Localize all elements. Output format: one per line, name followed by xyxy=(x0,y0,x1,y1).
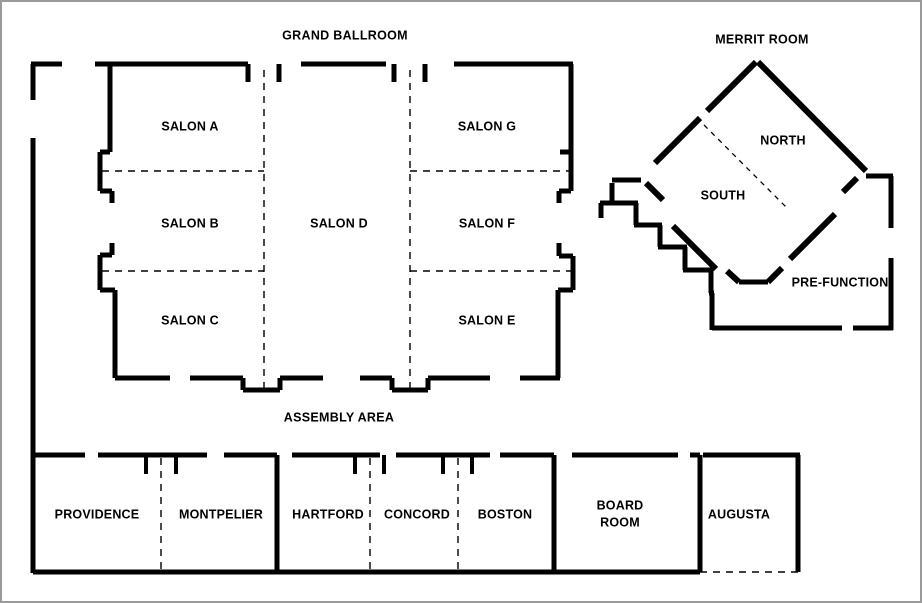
assembly-area-title: ASSEMBLY AREA xyxy=(284,410,394,424)
label-pre-function: PRE-FUNCTION xyxy=(792,275,889,289)
wall-merrit-s-left xyxy=(724,268,742,285)
label-merrit-south: SOUTH xyxy=(701,188,746,202)
wall-merrit-ne xyxy=(755,59,869,174)
label-room-montpelier: MONTPELIER xyxy=(179,507,263,521)
merrit-room-title: MERRIT ROOM xyxy=(715,32,809,46)
label-salon-c: SALON C xyxy=(161,313,219,327)
wall-merrit-s-right xyxy=(765,265,785,285)
label-salon-b: SALON B xyxy=(161,216,219,230)
label-room-board: BOARD xyxy=(597,498,644,512)
meeting-rooms-group: PROVIDENCE MONTPELIER HARTFORD CONCORD B… xyxy=(30,452,801,575)
label-room-hartford: HARTFORD xyxy=(292,507,364,521)
label-room-concord: CONCORD xyxy=(384,507,450,521)
wall-merrit-w-stub xyxy=(643,180,666,203)
wall-merrit-nw-lower xyxy=(652,115,703,166)
grand-ballroom-group: GRAND BALLROOM SALON A SALON B SALON C S… xyxy=(30,28,615,453)
label-merrit-north: NORTH xyxy=(760,133,805,147)
wall-merrit-se-stub xyxy=(840,175,860,195)
label-salon-g: SALON G xyxy=(458,119,516,133)
label-room-augusta: AUGUSTA xyxy=(708,507,770,521)
wall-merrit-nw-upper xyxy=(704,59,759,114)
wall-merrit-se xyxy=(787,211,838,262)
label-salon-f: SALON F xyxy=(459,216,515,230)
label-room-boston: BOSTON xyxy=(478,507,532,521)
label-room-providence: PROVIDENCE xyxy=(55,507,140,521)
label-salon-e: SALON E xyxy=(459,313,516,327)
grand-ballroom-title: GRAND BALLROOM xyxy=(282,28,408,42)
label-salon-d: SALON D xyxy=(310,216,368,230)
merrit-room-group: MERRIT ROOM NORTH SOUTH PRE-FUNCTION xyxy=(609,32,894,331)
label-room-board-line2: ROOM xyxy=(600,515,640,529)
wall-merrit-sw xyxy=(670,223,719,272)
label-salon-a: SALON A xyxy=(161,119,218,133)
